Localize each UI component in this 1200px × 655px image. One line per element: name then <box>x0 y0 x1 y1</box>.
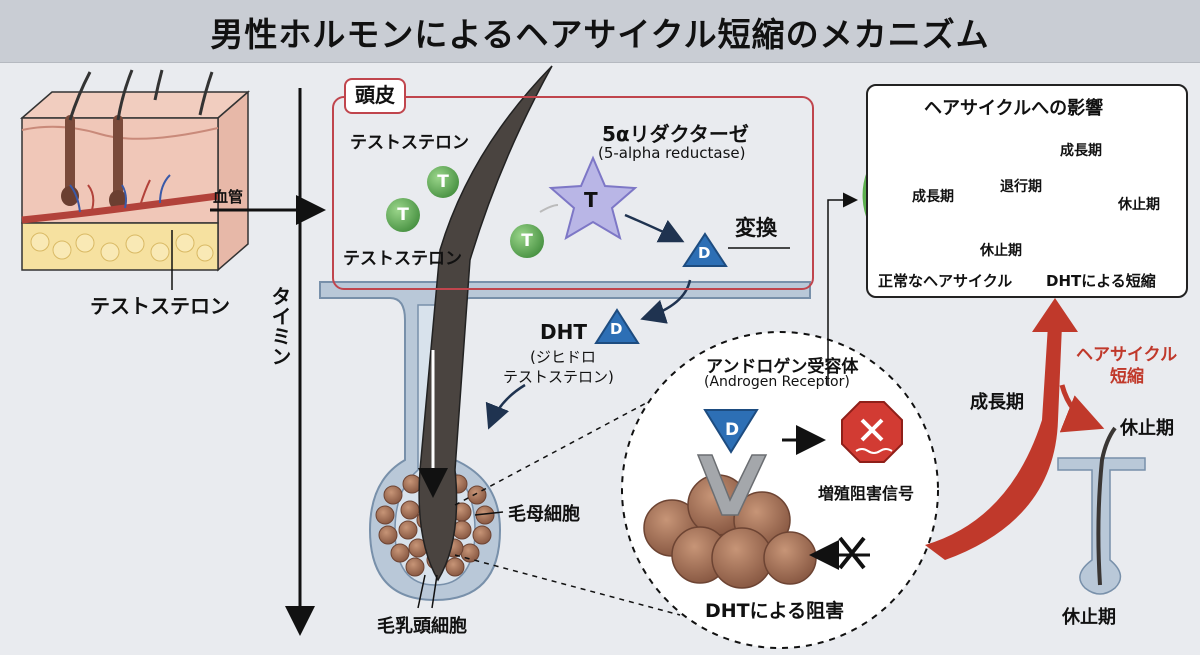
papilla-cells-label: 毛乳頭細胞 <box>377 616 467 637</box>
scalp-d-symbol: D <box>698 244 711 262</box>
testosterone-label-top: テストステロン <box>350 133 469 153</box>
effect-connector <box>827 192 858 385</box>
timeline-label: タイミン <box>268 286 292 366</box>
inhibition-signal-label: 増殖阻害信号 <box>818 484 915 503</box>
dht-fullname-1: (ジヒドロ <box>530 348 596 366</box>
blood-vessel-label: 血管 <box>213 188 244 206</box>
normal-regression-phase: 退行期 <box>1000 179 1042 195</box>
normal-cycle-caption: 正常なヘアサイクル <box>878 272 1013 290</box>
dht-release-arrow <box>640 279 692 324</box>
testosterone-molecule-3: T <box>510 224 544 258</box>
enzyme-name: 5αリダクターゼ <box>602 122 749 146</box>
enzyme-english: (5-alpha reductase) <box>598 144 746 162</box>
skin-cross-section <box>19 69 251 272</box>
resting-follicle-label: 休止期 <box>1062 607 1116 628</box>
title-bar <box>0 0 1200 63</box>
dht-triangle-free <box>594 308 640 344</box>
page-title: 男性ホルモンによるヘアサイクル短縮のメカニズム <box>210 15 990 54</box>
receptor-english: (Androgen Receptor) <box>704 374 850 390</box>
conversion-label: 変換 <box>735 216 777 240</box>
dht-fullname-2: テストステロン) <box>503 368 614 386</box>
hair-cycle-effect-panel <box>866 84 1188 298</box>
dht-inhibition-caption: DHTによる阻害 <box>705 600 845 622</box>
receptor-zoom-circle <box>454 331 939 649</box>
hair-follicle <box>319 65 811 609</box>
shortening-arrow <box>925 325 1062 560</box>
normal-growth-phase: 成長期 <box>912 189 954 205</box>
short-growth-phase: 成長期 <box>1060 143 1102 159</box>
scalp-box <box>332 96 814 290</box>
shortening-rest-label: 休止期 <box>1120 418 1174 439</box>
testosterone-molecule-2: T <box>386 198 420 232</box>
short-resting-phase: 休止期 <box>1118 197 1160 213</box>
testosterone-molecule-1: T <box>427 166 459 198</box>
resting-follicle <box>1057 426 1146 595</box>
dht-shortened-caption: DHTによる短縮 <box>1046 272 1156 290</box>
enzyme-star <box>548 155 638 241</box>
scalp-label: 頭皮 <box>344 78 406 114</box>
shortening-label-1: ヘアサイクル <box>1076 345 1178 365</box>
shortening-label-2: 短縮 <box>1110 367 1144 387</box>
dht-label: DHT <box>540 320 587 344</box>
enzyme-t-symbol: T <box>584 188 598 212</box>
t-to-enzyme-link <box>539 204 559 213</box>
rest-branch-arrow <box>1059 384 1105 433</box>
shortening-arrowhead <box>1032 298 1078 332</box>
skin-testosterone-label: テストステロン <box>90 294 230 318</box>
free-d-symbol: D <box>610 320 623 338</box>
matrix-cells-label: 毛母細胞 <box>508 504 580 525</box>
testosterone-label-bottom: テストステロン <box>343 249 462 269</box>
dht-to-follicle-arrow <box>485 383 526 430</box>
shortening-growth-label: 成長期 <box>970 392 1024 413</box>
receptor-title: アンドロゲン受容体 <box>706 357 859 377</box>
conversion-arrow <box>624 213 685 243</box>
normal-resting-phase: 休止期 <box>980 243 1022 259</box>
receptor-d-symbol: D <box>725 420 740 440</box>
effect-panel-title: ヘアサイクルへの影響 <box>924 98 1104 119</box>
dht-triangle-scalp <box>682 232 728 267</box>
